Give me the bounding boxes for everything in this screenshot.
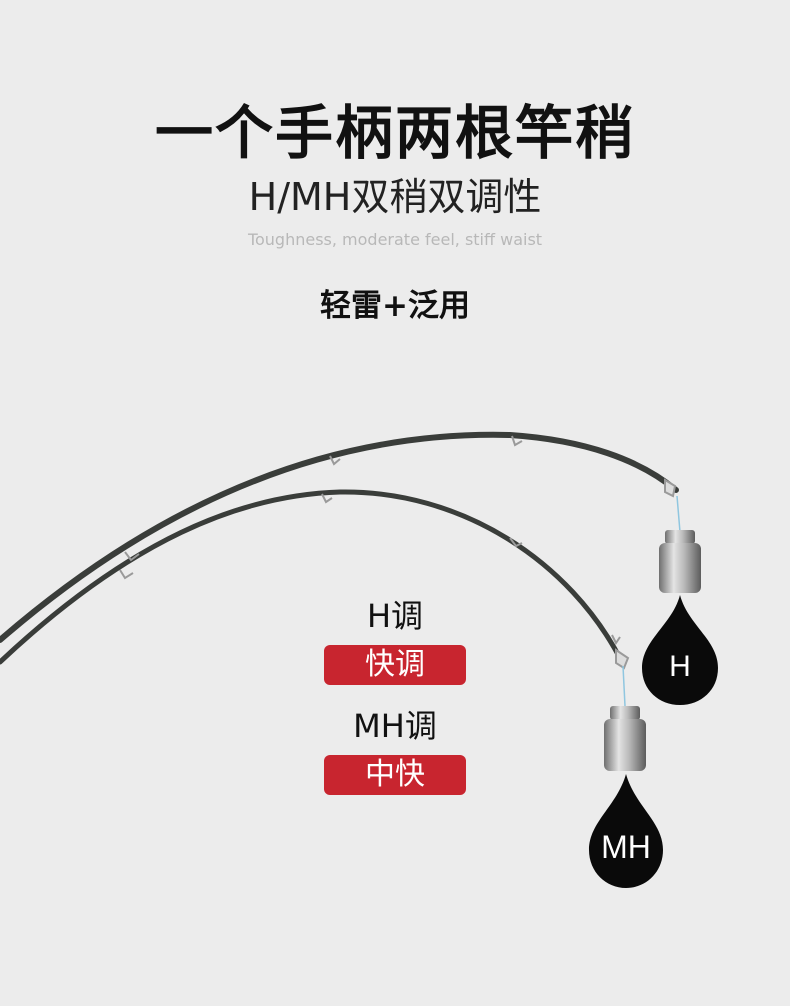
mh-rod-guides [119,493,630,670]
mh-action-badge: 中快 [324,755,466,795]
mh-drop-icon [589,774,663,888]
h-action-label: H调 [366,597,424,635]
h-weight-icon [659,530,701,593]
h-fishing-line [676,495,681,533]
h-rod-guides [124,435,677,562]
mh-weight-icon [604,706,646,771]
mh-action-label: MH调 [353,707,437,745]
usage-label: 轻雷+泛用 [320,288,470,324]
page-title: 一个手柄两根竿稍 [154,99,635,167]
h-action-badge: 快调 [324,645,466,685]
mh-rod-tip [0,489,625,665]
mh-power-label: MH [601,829,651,865]
mh-fishing-line [622,665,626,707]
h-rod-tip [0,431,679,643]
h-drop-icon [642,595,718,705]
english-tagline: Toughness, moderate feel, stiff waist [247,230,543,249]
page-subtitle: H/MH双稍双调性 [248,175,542,219]
h-power-label: H [669,650,691,683]
